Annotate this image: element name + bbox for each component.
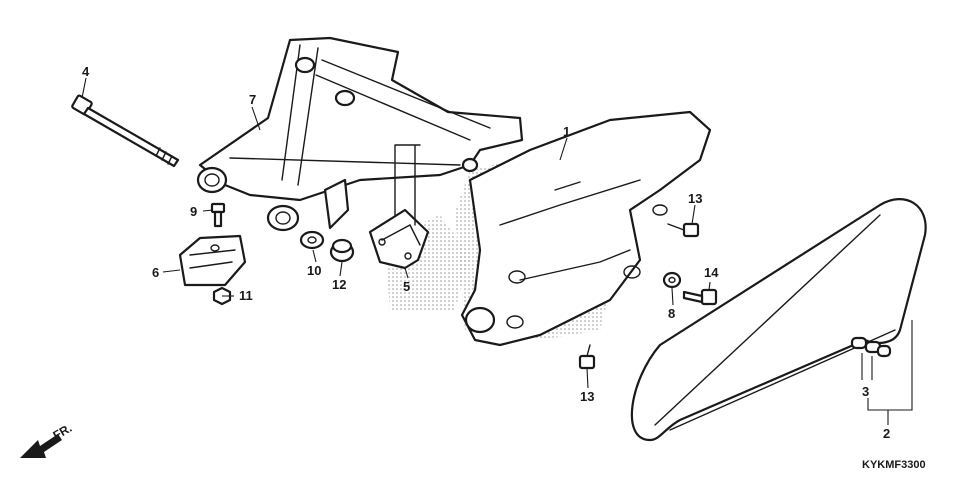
callout-3: 3 (862, 384, 869, 399)
callout-13-lower: 13 (580, 389, 594, 404)
pivot-bolt (71, 94, 180, 168)
bracket-5 (368, 144, 430, 270)
callout-12: 12 (332, 277, 346, 292)
bolt-14 (682, 288, 718, 306)
leader-lines (81, 77, 913, 425)
callout-1: 1 (563, 124, 570, 139)
callout-2: 2 (883, 426, 890, 441)
chain-slider (178, 234, 247, 287)
bolt-13-upper (667, 222, 700, 238)
callout-6: 6 (152, 265, 159, 280)
bolt-9 (210, 202, 226, 228)
callout-7: 7 (249, 92, 256, 107)
collar-12 (329, 238, 355, 263)
callout-11: 11 (239, 288, 253, 303)
callout-9: 9 (190, 204, 197, 219)
callout-5: 5 (403, 279, 410, 294)
callout-8: 8 (668, 306, 675, 321)
diagram-code: KYKMF3300 (862, 459, 926, 471)
callout-13-upper: 13 (688, 191, 702, 206)
washer-8 (662, 271, 682, 289)
bolt-13-lower (578, 344, 596, 370)
swing-arm (196, 36, 524, 232)
washer-10 (299, 230, 325, 250)
front-direction-arrow-icon (20, 434, 62, 458)
chain-joint (850, 336, 892, 358)
chain-case (460, 110, 712, 347)
callout-14: 14 (704, 265, 719, 280)
callout-10: 10 (307, 263, 321, 278)
callout-4: 4 (82, 64, 90, 79)
drive-chain (630, 198, 927, 442)
